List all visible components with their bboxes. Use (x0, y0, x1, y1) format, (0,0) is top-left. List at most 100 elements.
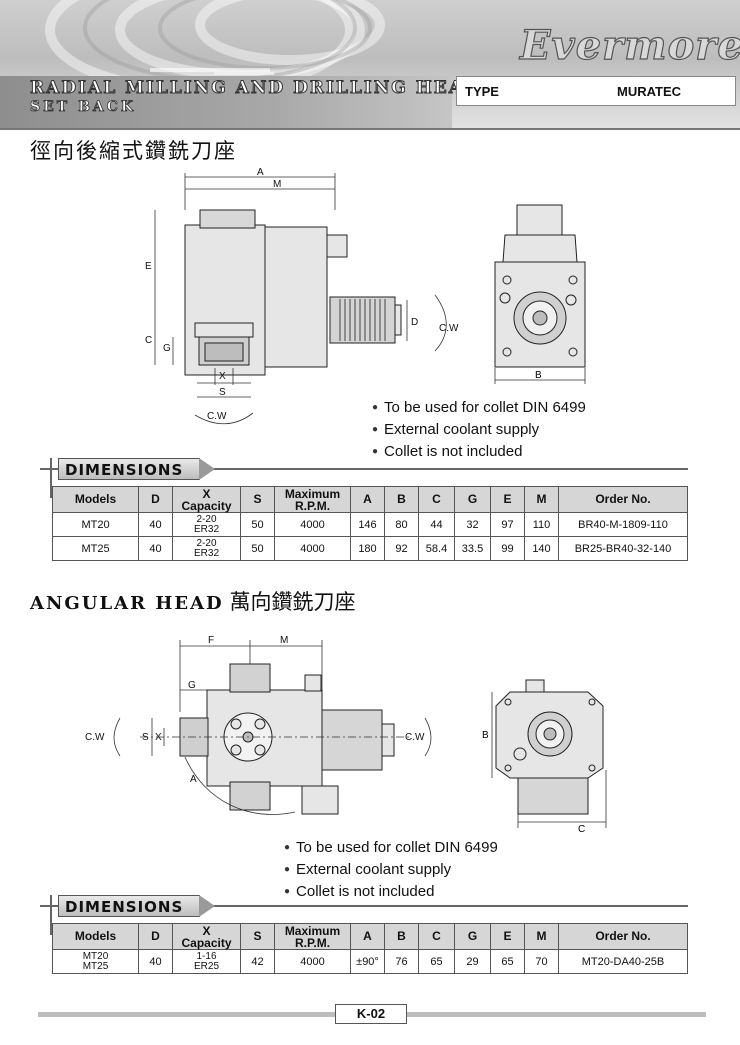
cell-c: 65 (418, 949, 455, 974)
cell-b: 80 (384, 512, 419, 537)
col-header: B (384, 923, 419, 950)
cell-order-no: MT20-DA40-25B (558, 949, 688, 974)
cell-a: 180 (350, 536, 385, 561)
cell-b: 92 (384, 536, 419, 561)
col-header: Models (52, 923, 139, 950)
cell-s: 42 (240, 949, 275, 974)
page-header: RADIAL MILLING AND DRILLING HEAD SET BAC… (0, 0, 740, 130)
cell-s: 50 (240, 512, 275, 537)
dim-label-a: A (257, 167, 264, 178)
bullet-item: Collet is not included (372, 442, 586, 464)
cell-m: 110 (524, 512, 559, 537)
cell-order-no: BR25-BR40-32-140 (558, 536, 688, 561)
rotation-label-cw-right: C.W (405, 732, 425, 743)
col-header: C (418, 923, 455, 950)
dim-label-b: B (482, 730, 489, 741)
cell-e: 97 (490, 512, 525, 537)
cell-a: 146 (350, 512, 385, 537)
col-header: E (490, 923, 525, 950)
type-value: MURATEC (617, 84, 682, 99)
radial-head-side-view-drawing: A M E C G X S D C.W C.W (145, 167, 459, 425)
cell-c: 58.4 (418, 536, 455, 561)
type-label: TYPE (465, 84, 499, 99)
col-header: D (138, 486, 173, 513)
cell-g: 33.5 (454, 536, 491, 561)
radial-head-front-view-drawing: B (494, 204, 586, 384)
angular-head-side-view-drawing: F M G S X A C.W C.W (85, 635, 432, 815)
cell-m: 70 (524, 949, 559, 974)
cell-d: 40 (138, 536, 173, 561)
bullet-item: Collet is not included (284, 882, 498, 904)
dim-label-b: B (535, 370, 542, 381)
cell-rpm: 4000 (274, 949, 351, 974)
dim-label-e: E (145, 261, 152, 272)
dim-label-f: F (208, 635, 214, 646)
cell-rpm: 4000 (274, 536, 351, 561)
angular-title-zh: 萬向鑽銑刀座 (229, 591, 356, 614)
dim-label-g: G (188, 680, 196, 691)
dim-label-m: M (280, 635, 288, 646)
dim-label-x: X (219, 371, 226, 382)
divider (40, 468, 688, 470)
cell-model: MT20 (52, 512, 139, 537)
radial-feature-list: To be used for collet DIN 6499 External … (372, 398, 586, 464)
dim-label-d: D (411, 317, 418, 328)
col-header: S (240, 486, 275, 513)
divider (50, 458, 52, 498)
radial-dimensions-banner: DIMENSIONS (40, 458, 688, 498)
page-number: K-02 (335, 1004, 407, 1024)
title-band (0, 76, 452, 128)
divider (40, 905, 688, 907)
col-header: E (490, 486, 525, 513)
angular-dimensions-banner: DIMENSIONS (40, 895, 688, 935)
cell-order-no: BR40-M-1809-110 (558, 512, 688, 537)
cell-c: 44 (418, 512, 455, 537)
dim-label-x: X (155, 732, 162, 743)
cell-e: 65 (490, 949, 525, 974)
col-header: B (384, 486, 419, 513)
dim-label-m: M (273, 179, 281, 190)
dimensions-tag: DIMENSIONS (58, 895, 215, 917)
col-header: M (524, 486, 559, 513)
dim-label-c: C (578, 824, 585, 835)
rotation-label-cw-right: C.W (439, 323, 459, 334)
col-header: G (454, 923, 491, 950)
col-header: Order No. (558, 923, 688, 950)
cell-e: 99 (490, 536, 525, 561)
dim-label-c: C (145, 335, 152, 346)
dimensions-tag: DIMENSIONS (58, 458, 215, 480)
col-header: Models (52, 486, 139, 513)
dim-label-g: G (163, 343, 171, 354)
col-header: Order No. (558, 486, 688, 513)
cell-m: 140 (524, 536, 559, 561)
angular-feature-list: To be used for collet DIN 6499 External … (284, 838, 498, 904)
cell-d: 40 (138, 512, 173, 537)
angular-section-title: ANGULAR HEAD 萬向鑽銑刀座 (30, 586, 355, 616)
col-header: A (350, 486, 385, 513)
bullet-item: To be used for collet DIN 6499 (372, 398, 586, 420)
col-header: M (524, 923, 559, 950)
header-title-line2: SET BACK (30, 99, 137, 116)
divider (50, 895, 52, 935)
rotation-label-cw-left: C.W (85, 732, 105, 743)
cell-g: 29 (454, 949, 491, 974)
cell-s: 50 (240, 536, 275, 561)
bullet-item: External coolant supply (372, 420, 586, 442)
cell-g: 32 (454, 512, 491, 537)
